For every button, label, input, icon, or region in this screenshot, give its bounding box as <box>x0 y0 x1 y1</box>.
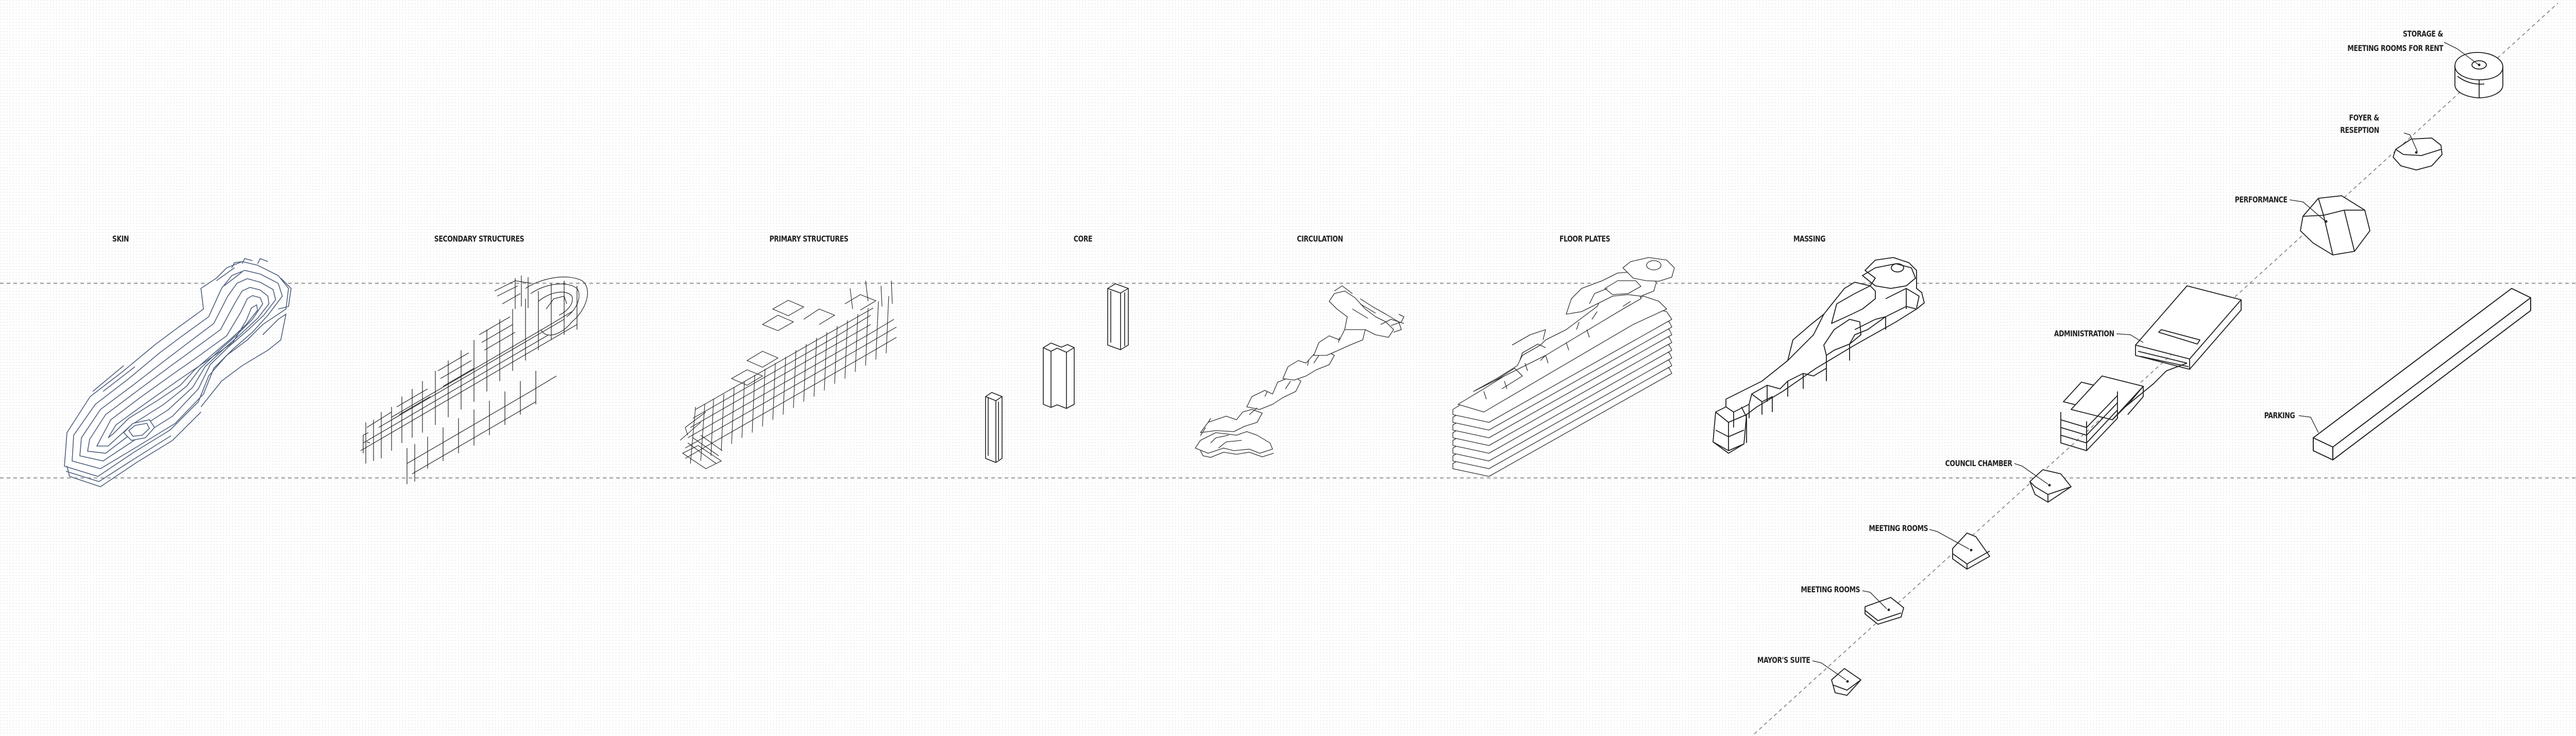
layer-label-floor-plates: FLOOR PLATES <box>1559 234 1611 244</box>
skin-drawing <box>64 258 292 487</box>
layer-label-skin: SKIN <box>112 234 129 244</box>
floor-plates-drawing <box>1452 257 1675 477</box>
label-foyer-line2: RESEPTION <box>2340 125 2379 135</box>
foyer-block <box>2393 138 2443 170</box>
core-drawing <box>985 283 1129 463</box>
council-chamber-block <box>2029 469 2072 503</box>
primary-structures-drawing <box>680 280 897 469</box>
label-meeting-rooms-2: MEETING ROOMS <box>1801 585 1860 594</box>
circulation-drawing <box>1195 285 1404 458</box>
layer-label-primary-structures: PRIMARY STRUCTURES <box>769 234 849 244</box>
label-storage-line1: STORAGE & <box>2403 29 2443 39</box>
label-foyer-line1: FOYER & <box>2349 113 2380 123</box>
label-council-chamber: COUNCIL CHAMBER <box>1945 458 2012 468</box>
secondary-structures-drawing <box>360 276 588 484</box>
layer-label-massing: MASSING <box>1793 234 1826 244</box>
meeting-rooms-2-block <box>1865 597 1904 625</box>
label-parking: PARKING <box>2264 410 2295 420</box>
parking-block <box>2313 288 2531 460</box>
administration-block <box>2060 285 2242 451</box>
massing-drawing <box>1713 257 1925 454</box>
label-performance: PERFORMANCE <box>2235 195 2287 204</box>
storage-block <box>2454 52 2503 98</box>
label-administration: ADMINISTRATION <box>2054 329 2114 338</box>
layer-label-secondary-structures: SECONDARY STRUCTURES <box>434 234 524 244</box>
label-meeting-rooms-1: MEETING ROOMS <box>1869 523 1928 533</box>
layer-label-circulation: CIRCULATION <box>1297 234 1343 244</box>
meeting-rooms-1-block <box>1952 533 1990 570</box>
layer-label-core: CORE <box>1073 234 1093 244</box>
performance-block <box>2300 195 2370 255</box>
label-storage-line2: MEETING ROOMS FOR RENT <box>2347 43 2443 53</box>
label-mayors-suite: MAYOR'S SUITE <box>1757 655 1810 665</box>
program-leader-lines <box>1812 42 2479 680</box>
